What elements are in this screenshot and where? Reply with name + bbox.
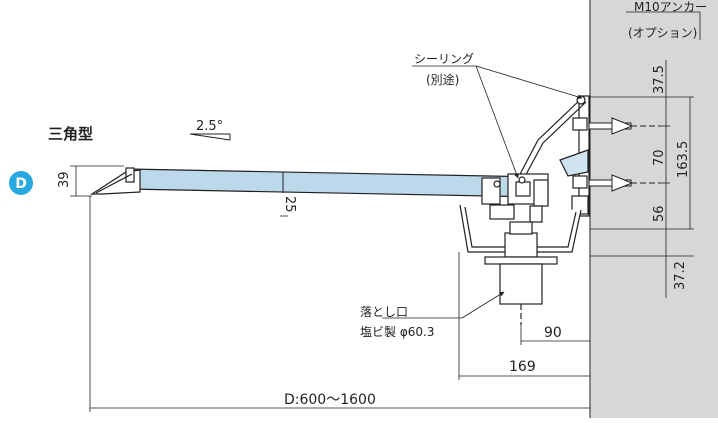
type-badge-letter: D — [15, 176, 27, 192]
front-end-cap — [89, 167, 141, 195]
dim-56-label: 56 — [652, 205, 667, 222]
dim-37-5-label: 37.5 — [652, 65, 667, 94]
dim-169-label: 169 — [509, 359, 536, 375]
anchor-bolt-upper — [588, 117, 660, 135]
drain-callout-lines — [382, 291, 505, 319]
dim-25-label: 25 — [282, 196, 297, 213]
sealing-callout-lines — [412, 65, 583, 179]
dim-90-label: 90 — [544, 325, 562, 341]
sealing-callout-line2: (別途) — [426, 72, 459, 87]
type-badge: D — [8, 170, 34, 196]
dim-39 — [70, 165, 124, 197]
dim-70-label: 70 — [652, 149, 667, 166]
drain-callout-line2: 塩ビ製 φ60.3 — [360, 324, 434, 339]
sealing-callout-line1: シーリング — [414, 52, 474, 66]
wall-bracket — [559, 95, 590, 217]
diagram-title: 三角型 — [48, 125, 93, 143]
anchor-bolt-lower — [588, 174, 660, 192]
dim-37-2-label: 37.2 — [673, 261, 688, 290]
right-dim-lines — [590, 60, 694, 298]
drain-outlet — [484, 221, 558, 325]
wall — [590, 0, 718, 418]
slope-indicator — [189, 133, 231, 141]
anchor-callout-line1: M10アンカー — [634, 0, 707, 14]
anchor-callout-lines — [626, 11, 701, 40]
dim-d-label: D:600〜1600 — [284, 392, 376, 408]
roof-beam — [127, 168, 541, 198]
rear-bracket — [481, 173, 549, 223]
dim-163-5-label: 163.5 — [676, 141, 691, 178]
slope-label: 2.5° — [196, 119, 223, 134]
bottom-dim-lines — [89, 196, 590, 412]
anchor-callout-line2: (オプション) — [628, 26, 697, 40]
drain-callout-line1: 落とし口 — [360, 305, 408, 319]
dim-39-label: 39 — [57, 171, 72, 188]
